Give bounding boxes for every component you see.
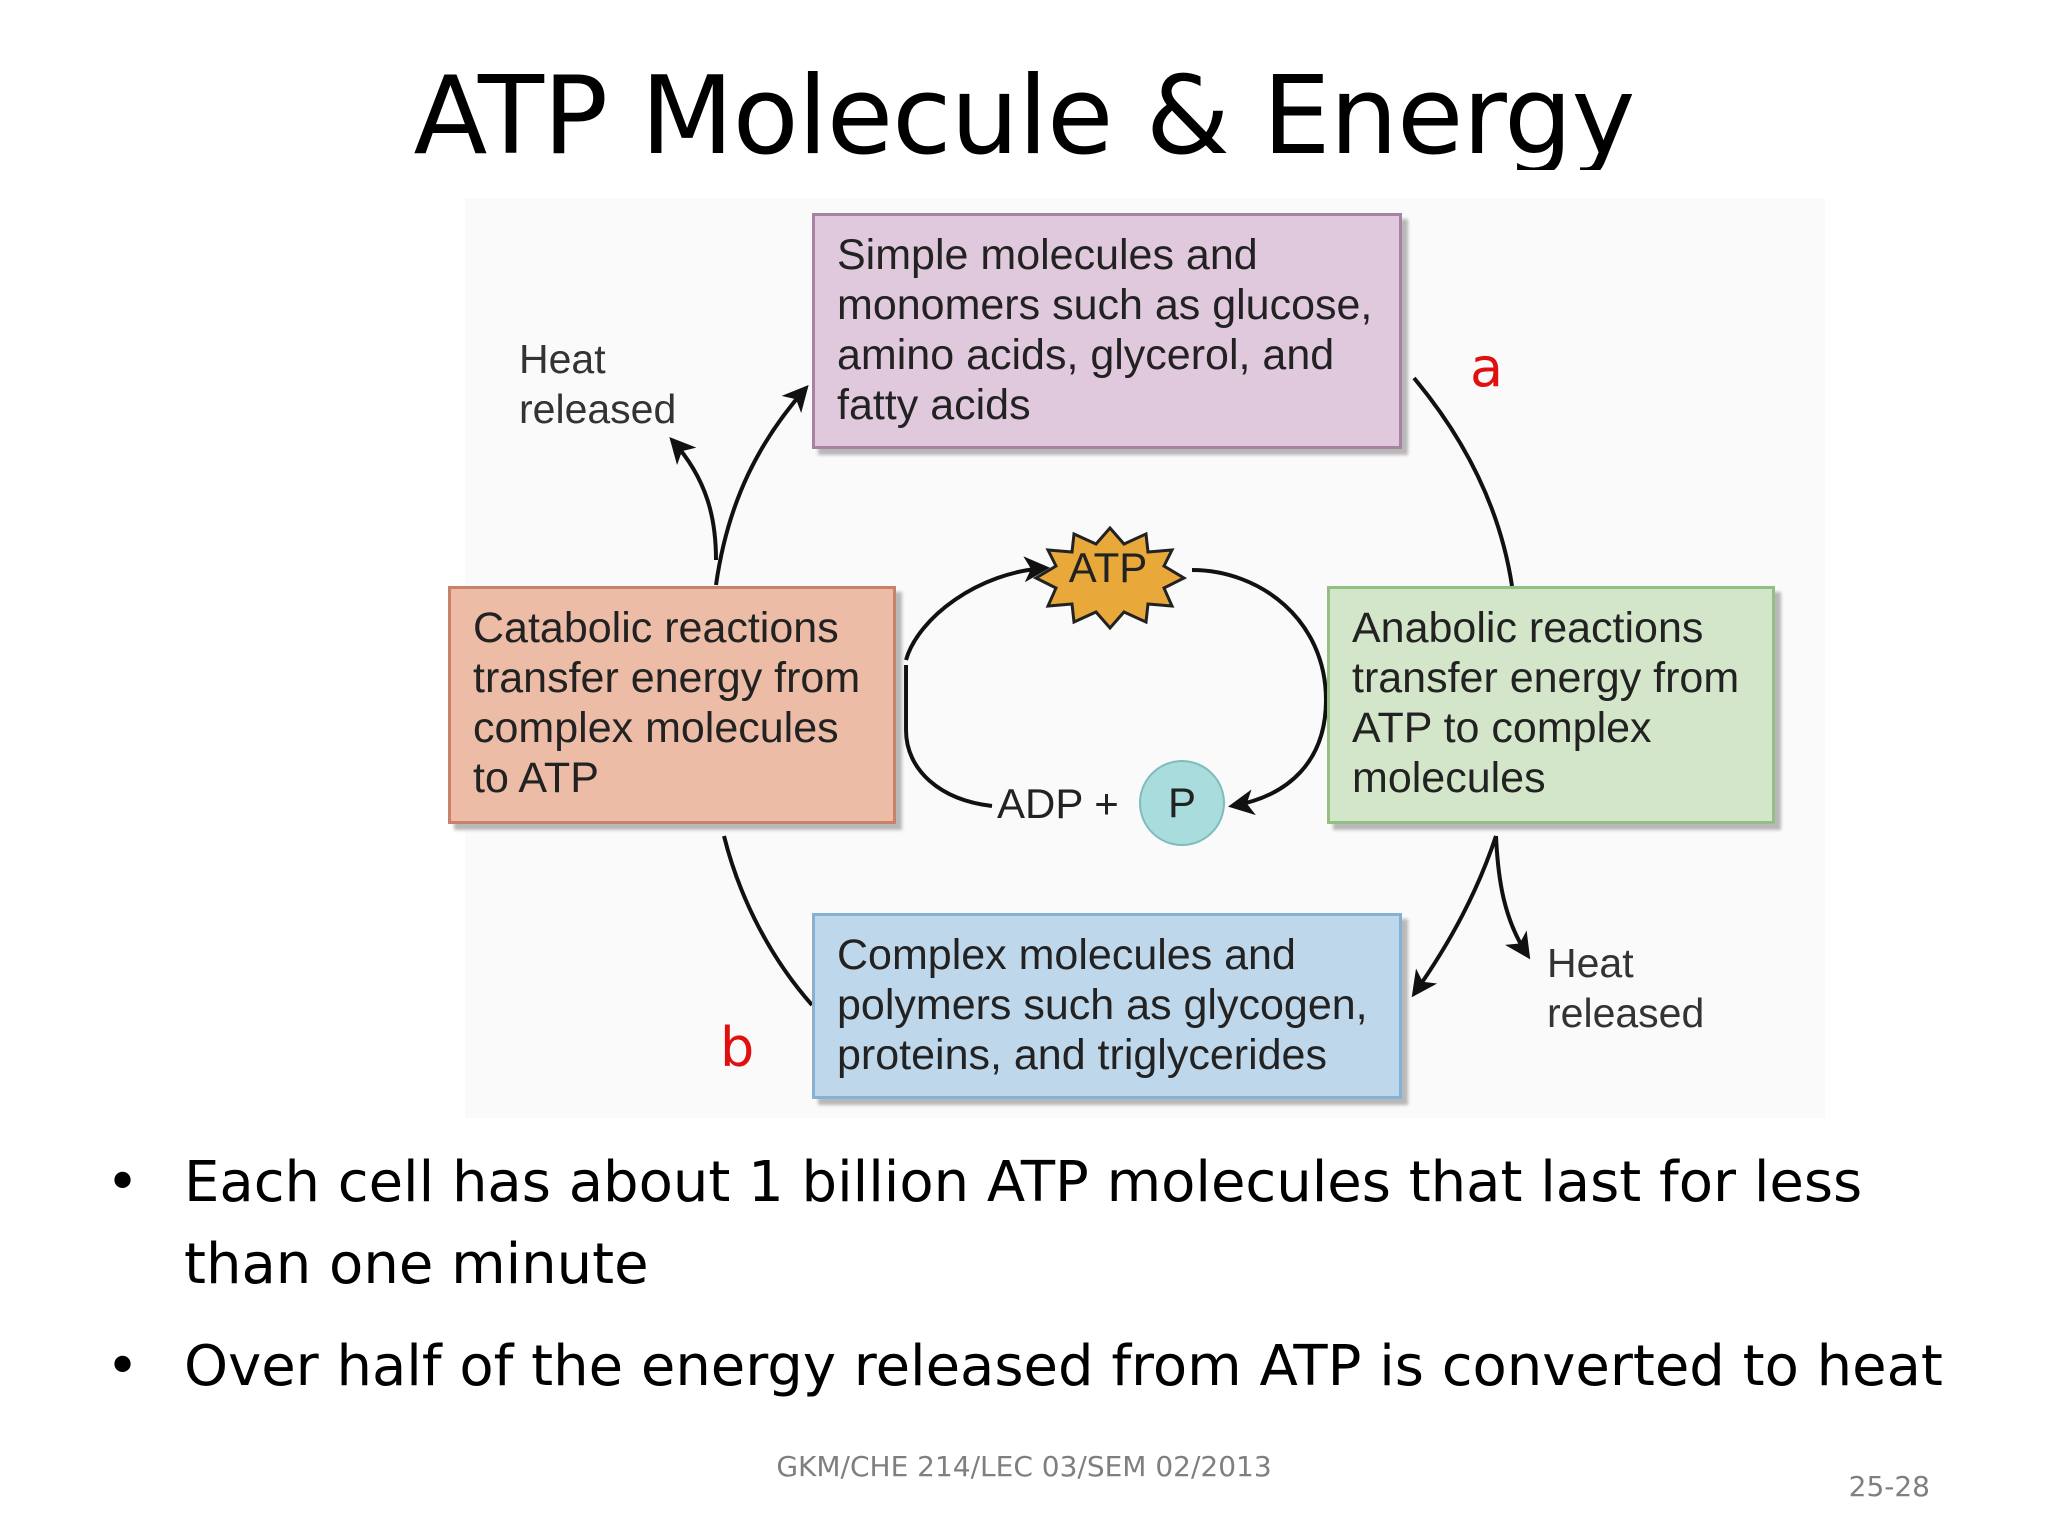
anabolic-reactions-box: Anabolic reactions transfer energy from …: [1327, 586, 1775, 824]
arrow-anabolic-to-complex: [1411, 835, 1498, 998]
arrow-adp-to-catabolic-cycle: [904, 665, 993, 808]
marker-a: a: [1470, 336, 1504, 399]
adp-label: ADP +: [997, 780, 1119, 827]
heat-released-text-left: Heat released: [519, 336, 677, 432]
phosphate-label: P: [1167, 779, 1196, 826]
arrow-simple-to-anabolic: [1412, 376, 1514, 587]
complex-molecules-box: Complex molecules and polymers such as g…: [812, 913, 1402, 1099]
bullet-dot-icon: •: [106, 1150, 140, 1215]
catabolic-reactions-box: Catabolic reactions transfer energy from…: [448, 586, 896, 824]
heat-released-label-left: Heat released: [519, 334, 699, 434]
atp-burst-shape: [1032, 525, 1188, 631]
arrow-catabolic-to-simple: [714, 385, 809, 586]
atp-label: ATP: [1068, 544, 1148, 591]
phosphate-circle: [1139, 760, 1225, 846]
simple-molecules-box: Simple molecules and monomers such as gl…: [812, 213, 1402, 449]
bullet-dot-icon: •: [106, 1334, 140, 1399]
bullet-text: Over half of the energy released from AT…: [184, 1334, 1943, 1399]
heat-released-label-right: Heat released: [1547, 938, 1727, 1038]
marker-b: b: [720, 1016, 755, 1079]
bullet-item: • Each cell has about 1 billion ATP mole…: [100, 1142, 2000, 1306]
arrow-complex-to-catabolic: [722, 835, 814, 1007]
arrow-atp-to-adp-p: [1191, 568, 1329, 816]
arrow-to-atp: [904, 556, 1050, 661]
slide-title: ATP Molecule & Energy: [413, 58, 1636, 170]
heat-released-text-right: Heat released: [1547, 940, 1705, 1036]
arrow-heat-release-right: [1494, 835, 1531, 960]
arrow-heat-release-left: [669, 437, 718, 561]
page-number: 25-28: [1848, 1470, 1930, 1503]
bullet-text: Each cell has about 1 billion ATP molecu…: [184, 1150, 1863, 1297]
footer-course-code: GKM/CHE 214/LEC 03/SEM 02/2013: [776, 1450, 1272, 1483]
bullet-list: • Each cell has about 1 billion ATP mole…: [100, 1142, 2000, 1428]
bullet-item: • Over half of the energy released from …: [100, 1326, 2000, 1408]
